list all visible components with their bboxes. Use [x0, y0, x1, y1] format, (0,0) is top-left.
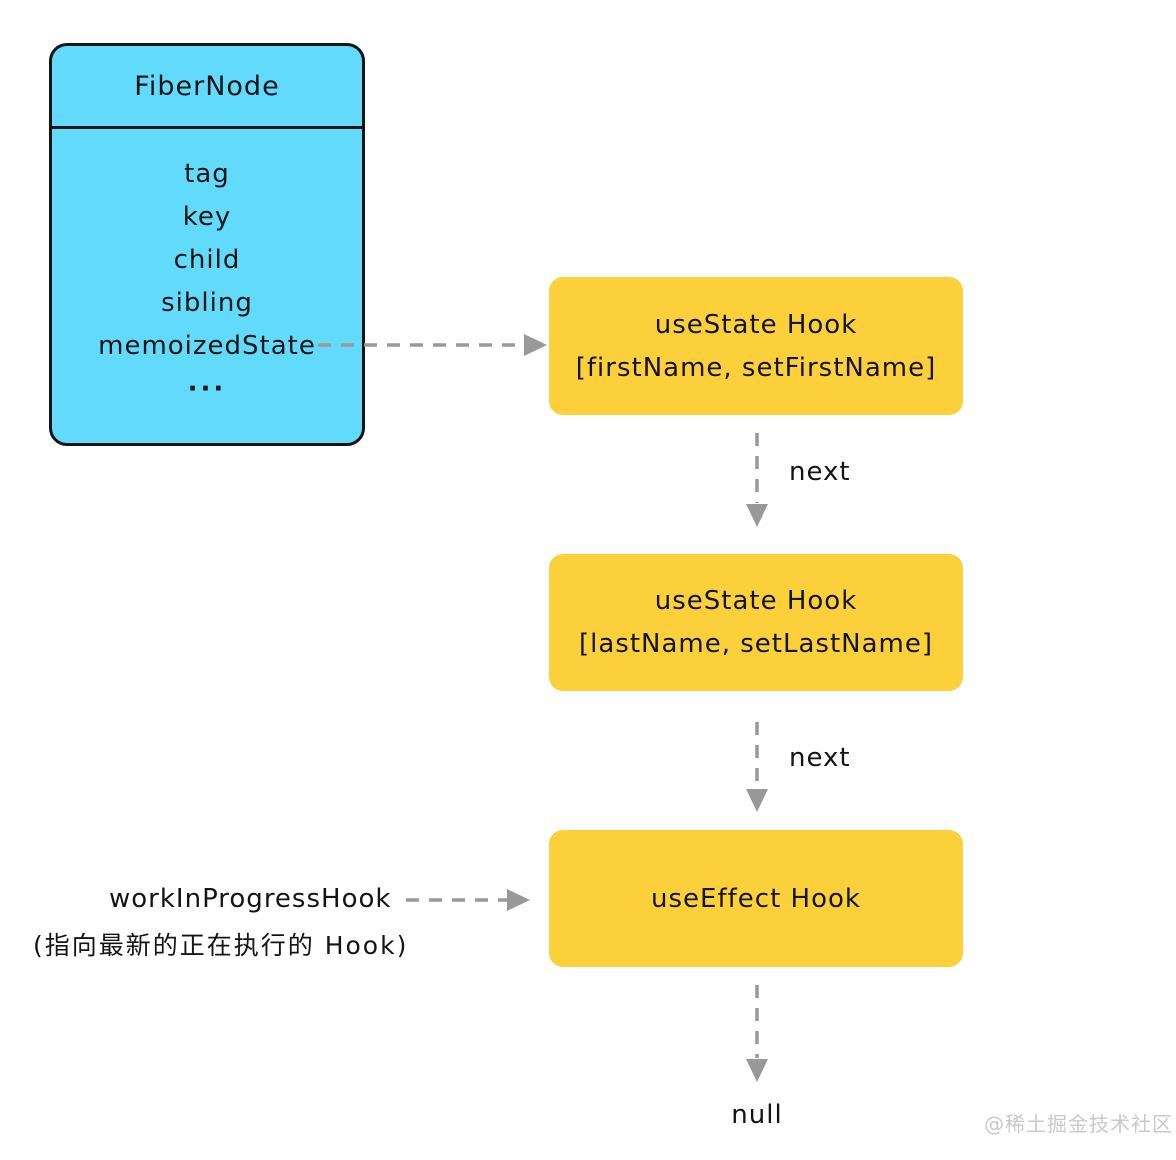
fiber-field-key: key	[182, 202, 232, 232]
fiber-node-title: FiberNode	[52, 46, 362, 129]
null-arrow	[746, 985, 768, 1082]
null-label: null	[731, 1100, 783, 1130]
hook-subtitle: [firstName, setFirstName]	[575, 352, 937, 383]
fiber-node-box: FiberNode tag key child sibling memoized…	[49, 43, 365, 446]
fiber-field-memoizedstate: memoizedState	[98, 331, 316, 361]
fiber-node-field-list: tag key child sibling memoizedState ···	[52, 129, 362, 411]
next-arrow-1	[746, 433, 768, 527]
workinprogresshook-note: (指向最新的正在执行的 Hook)	[33, 931, 409, 960]
useeffect-hook-box: useEffect Hook	[549, 830, 963, 967]
fiber-field-sibling: sibling	[161, 288, 253, 318]
next-label-2: next	[789, 743, 851, 773]
next-arrow-2	[746, 722, 768, 812]
hook-title: useState Hook	[654, 309, 858, 340]
watermark: @稀土掘金技术社区	[984, 1112, 1173, 1136]
next-label-1: next	[789, 457, 851, 487]
fiber-field-ellipsis: ···	[187, 374, 227, 404]
hook-subtitle: [lastName, setLastName]	[578, 629, 934, 659]
workinprogress-arrow	[406, 889, 530, 911]
fiber-field-tag: tag	[184, 159, 230, 189]
hook-title: useState Hook	[654, 586, 858, 616]
fiber-field-child: child	[173, 245, 241, 275]
usestate-hook-2-box: useState Hook [lastName, setLastName]	[549, 554, 963, 691]
workinprogresshook-label: workInProgressHook	[109, 884, 392, 914]
usestate-hook-1-box: useState Hook [firstName, setFirstName]	[549, 277, 963, 415]
hook-title: useEffect Hook	[651, 883, 861, 914]
